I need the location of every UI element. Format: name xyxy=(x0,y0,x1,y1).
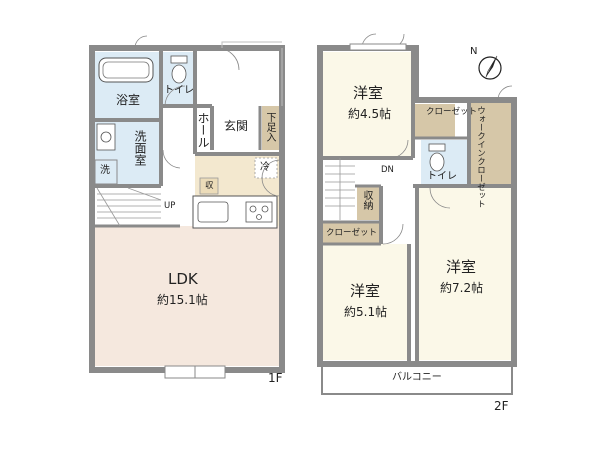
western-room-c xyxy=(419,188,511,360)
closet-a xyxy=(415,104,455,138)
shoe-storage xyxy=(262,106,280,150)
stairs-2f-icon xyxy=(325,158,355,220)
label-closet-b: クローゼット xyxy=(326,228,378,238)
compass-label: N xyxy=(470,46,478,57)
label-laundry: 洗 xyxy=(100,165,110,176)
western-room-a xyxy=(323,52,413,158)
toilet-fixture-2f-icon xyxy=(428,143,446,172)
label-storage: 収納 xyxy=(361,190,372,210)
floor1-label: 1F xyxy=(268,371,283,385)
floor2-label: 2F xyxy=(494,399,509,413)
label-bath: 浴室 xyxy=(116,93,141,107)
label-ldk: LDK xyxy=(168,270,198,288)
label-washroom: 洗面室 xyxy=(133,130,147,166)
label-toilet-1f: トイレ xyxy=(164,85,194,96)
ldk-room xyxy=(95,226,279,366)
kitchen-counter xyxy=(192,195,278,229)
stairs-2f xyxy=(323,158,363,220)
floor2-plan xyxy=(317,33,517,395)
stairs-1f-icon xyxy=(96,187,162,227)
label-western-b-size: 約5.1帖 xyxy=(344,305,388,319)
balcony xyxy=(321,365,513,395)
label-entrance: 玄関 xyxy=(224,119,249,133)
label-toilet-2f: トイレ xyxy=(427,171,457,182)
label-western-b: 洋室 xyxy=(350,282,381,300)
toilet-fixture-icon xyxy=(170,55,188,84)
walk-in-closet xyxy=(471,100,511,186)
closet-b xyxy=(323,222,379,244)
label-western-a-size: 約4.5帖 xyxy=(348,107,392,121)
wash-basin-icon xyxy=(96,123,116,151)
label-western-c: 洋室 xyxy=(446,258,477,276)
western-room-b xyxy=(323,244,407,360)
label-fridge: 冷 xyxy=(260,162,270,173)
label-western-a: 洋室 xyxy=(353,84,384,102)
bathtub-icon xyxy=(98,57,154,83)
label-up: UP xyxy=(164,201,176,211)
north-arrow-icon xyxy=(478,55,502,80)
label-ldk-size: 約15.1帖 xyxy=(157,293,208,307)
label-dn: DN xyxy=(381,165,394,175)
floor1-plan xyxy=(89,35,285,379)
storage-2f xyxy=(357,186,379,220)
label-shoe-storage: 下足入 xyxy=(264,112,275,142)
label-walk-in-closet: ウォークインクローゼット xyxy=(475,106,486,208)
label-western-c-size: 約7.2帖 xyxy=(440,281,484,295)
label-kitchen-storage: 収 xyxy=(205,181,214,191)
label-hall: ホール xyxy=(196,112,210,148)
label-closet-a: クローゼット xyxy=(426,107,478,117)
label-balcony: バルコニー xyxy=(392,372,442,383)
